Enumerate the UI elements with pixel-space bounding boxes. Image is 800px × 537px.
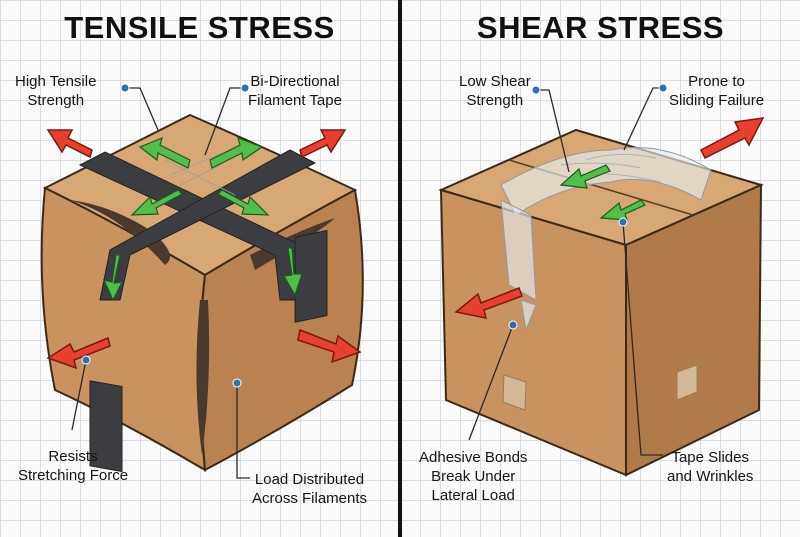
tape-residue-right — [676, 364, 698, 401]
red-shear-arrows — [454, 117, 765, 319]
shear-box-illustration — [438, 83, 765, 477]
tape-residue-left — [502, 374, 527, 411]
shear-title: SHEAR STRESS — [476, 10, 725, 45]
label-bi-directional-filament-tape: Bi-Directional Filament Tape — [248, 73, 342, 109]
label-high-tensile-strength: High Tensile Strength — [15, 73, 97, 109]
contents-gap-seam — [196, 300, 210, 455]
label-adhesive-bonds: Adhesive Bonds Break Under Lateral Load — [419, 449, 528, 504]
filament-mesh — [164, 149, 236, 196]
tensile-title: TENSILE STRESS — [64, 10, 335, 45]
label-tape-slides-and-wrinkles: Tape Slides and Wrinkles — [667, 449, 754, 485]
tensile-callout-lines — [71, 87, 250, 479]
green-tension-arrows — [102, 136, 303, 302]
panel-divider — [398, 0, 402, 537]
label-load-distributed: Load Distributed Across Filaments — [252, 471, 368, 507]
shear-panel: SHEAR STRESS — [401, 0, 800, 537]
tensile-callout-dots — [81, 83, 250, 388]
label-prone-to-sliding-failure: Prone to Sliding Failure — [669, 73, 765, 109]
label-low-shear-strength: Low Shear Strength — [459, 73, 531, 109]
shear-callout-dots — [508, 83, 668, 330]
tensile-box-illustration — [40, 83, 364, 479]
tensile-panel: TENSILE STRESS — [0, 0, 399, 537]
shear-box-right-face — [625, 183, 763, 477]
clear-tape-strip — [500, 147, 712, 332]
red-pull-arrows — [46, 129, 362, 370]
label-resists-stretching-force: Resists Stretching Force — [18, 448, 129, 484]
green-slide-arrows — [559, 164, 646, 221]
filament-tape-straps — [78, 149, 328, 473]
